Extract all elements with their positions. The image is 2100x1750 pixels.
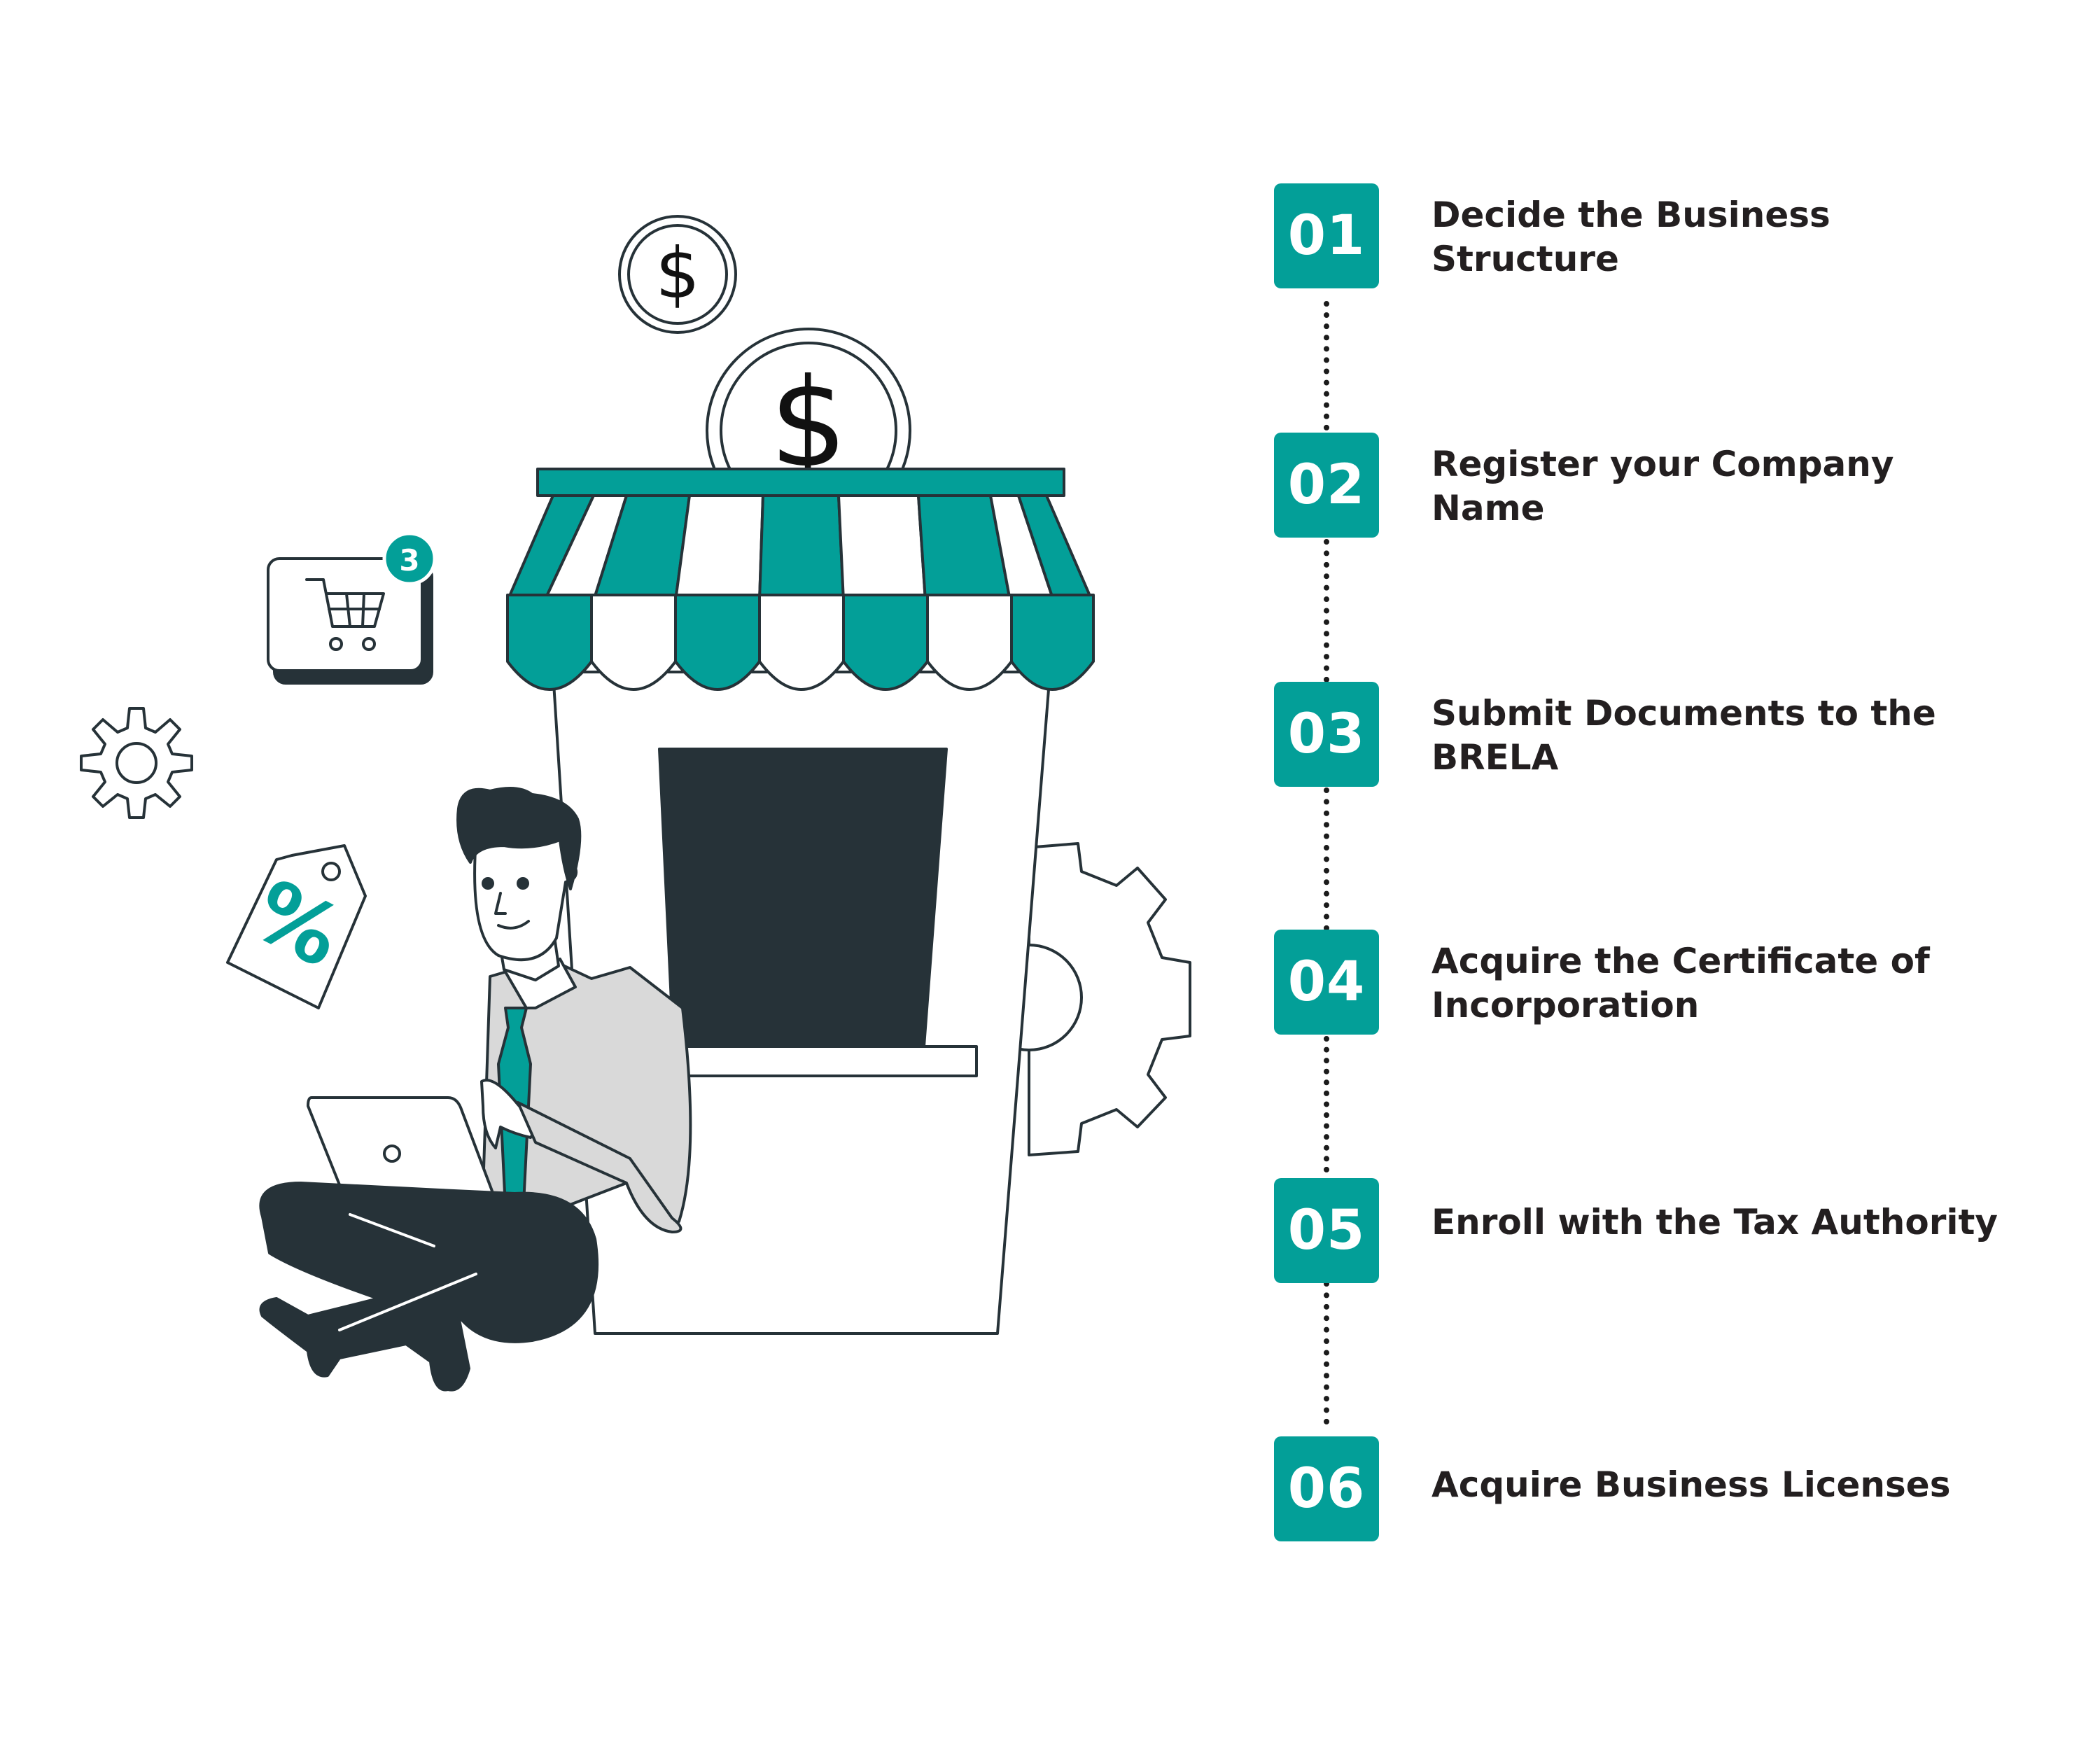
step-01: 01 Decide the Business Structure: [1274, 183, 2009, 295]
step-number-badge: 01: [1274, 183, 1379, 288]
step-02: 02 Register your Company Name: [1274, 433, 2009, 545]
connector-line: [1324, 1281, 1329, 1424]
step-label: Decide the Business Structure: [1432, 195, 1830, 279]
small-gear-icon: [80, 707, 193, 819]
booth-counter: [639, 1045, 978, 1077]
connector-line: [1324, 1036, 1329, 1172]
step-04: 04 Acquire the Certificate of Incorporat…: [1274, 930, 2009, 1042]
cart-badge-count: 3: [399, 543, 419, 578]
step-label: Acquire Business Licenses: [1432, 1464, 1951, 1505]
step-03: 03 Submit Documents to the BRELA: [1274, 682, 2009, 794]
step-number-badge: 05: [1274, 1178, 1379, 1283]
connector-line: [1324, 788, 1329, 931]
connector-line: [1324, 539, 1329, 682]
step-number-badge: 06: [1274, 1436, 1379, 1541]
booth-window: [658, 748, 948, 1048]
connector-line: [1324, 301, 1329, 430]
step-05: 05 Enroll with the Tax Authority: [1274, 1178, 2009, 1290]
shop-illustration: $: [80, 215, 1191, 1392]
discount-tag-icon: [226, 844, 367, 1009]
step-number-badge: 03: [1274, 682, 1379, 787]
arm: [517, 1101, 682, 1233]
hand: [480, 1079, 535, 1149]
man-figure: [259, 787, 692, 1392]
step-label: Acquire the Certificate of Incorporation: [1432, 941, 1930, 1026]
legs: [259, 1182, 599, 1392]
step-06: 06 Acquire Business Licenses: [1274, 1436, 2009, 1548]
small-dollar-coin-icon: [618, 215, 737, 334]
step-number-badge: 04: [1274, 930, 1379, 1035]
striped-awning: [506, 468, 1095, 691]
step-label: Register your Company Name: [1432, 444, 1894, 528]
step-number-badge: 02: [1274, 433, 1379, 538]
shopping-cart-icon: [267, 531, 437, 685]
step-label: Submit Documents to the BRELA: [1432, 693, 1936, 778]
step-label: Enroll with the Tax Authority: [1432, 1202, 1998, 1242]
hair: [456, 787, 582, 890]
small-coin-symbol: $: [655, 232, 700, 314]
